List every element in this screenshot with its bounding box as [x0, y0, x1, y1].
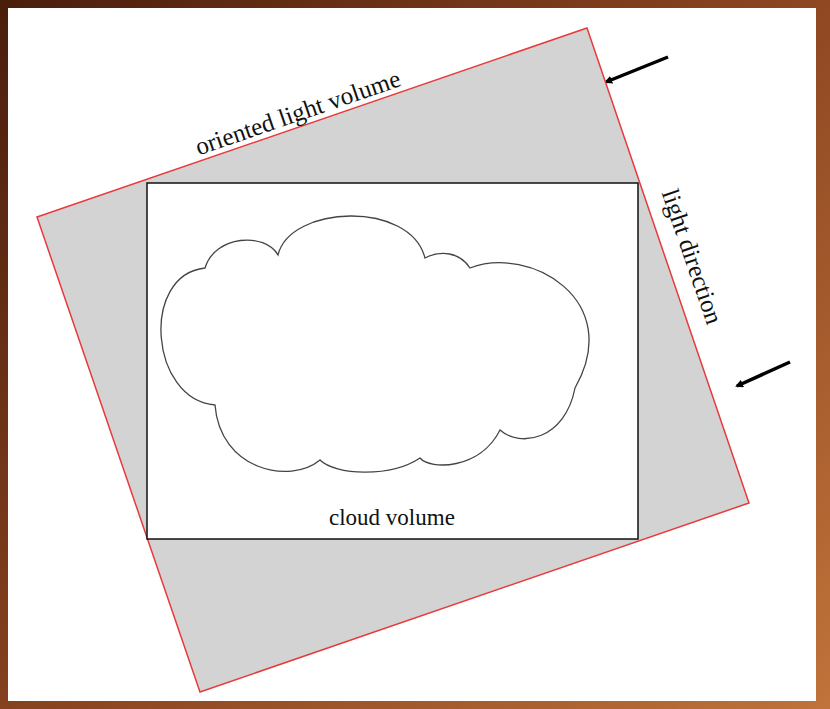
cloud-volume-box: cloud volume [147, 183, 638, 539]
box-label: cloud volume [329, 506, 455, 529]
oriented-light-volume: oriented light volumecloud volume [37, 28, 749, 692]
cloud-shape [161, 216, 589, 472]
light-arrow [606, 57, 668, 82]
light-arrow [737, 362, 790, 386]
volume-outline [147, 183, 638, 539]
